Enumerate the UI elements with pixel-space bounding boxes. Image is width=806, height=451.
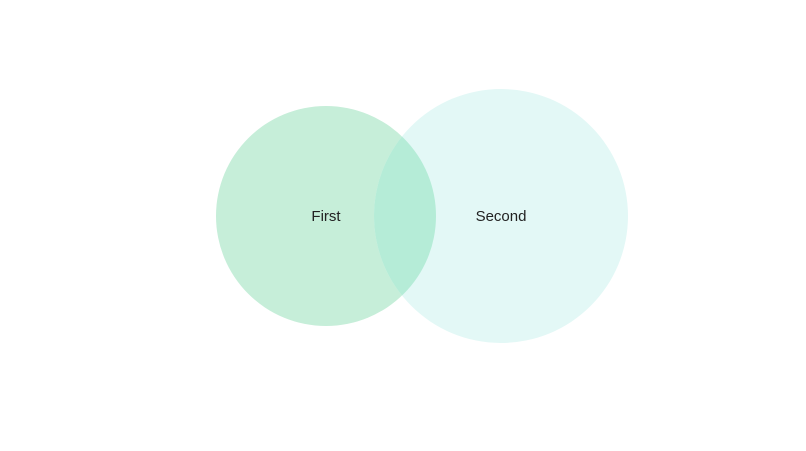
set-label-first: First bbox=[311, 208, 341, 225]
set-circle-second bbox=[374, 89, 628, 343]
set-circle-first bbox=[216, 106, 436, 326]
set-label-second: Second bbox=[476, 208, 527, 225]
